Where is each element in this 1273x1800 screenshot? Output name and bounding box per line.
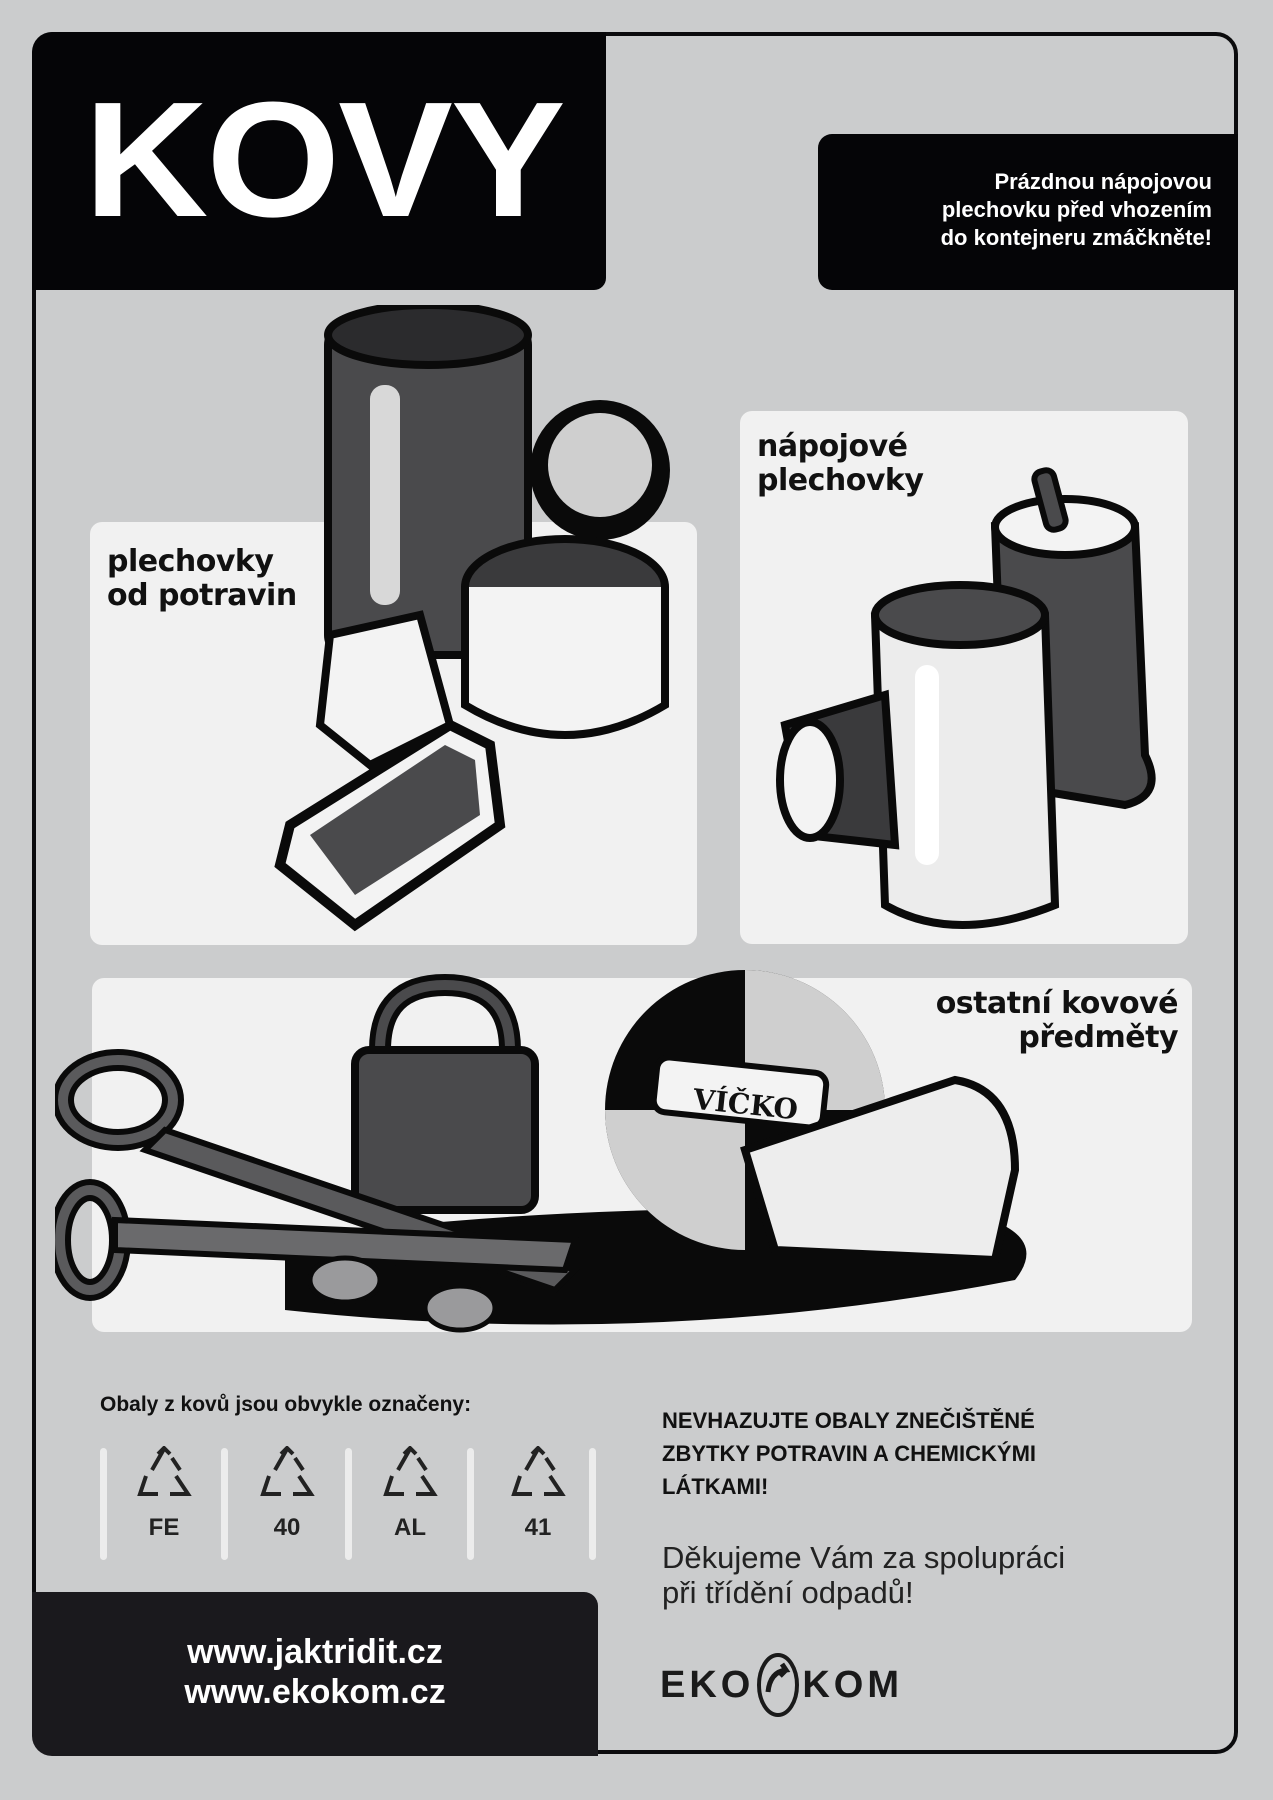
url-link[interactable]: www.ekokom.cz <box>184 1673 446 1711</box>
recycle-icon <box>383 1446 438 1496</box>
food-cans-illustration <box>274 305 670 932</box>
thanks-text: Děkujeme Vám za spolupráci při třídění o… <box>662 1540 1065 1610</box>
beverage-cans-illustration <box>776 467 1156 929</box>
warning-line: ZBYTKY POTRAVIN A CHEMICKÝMI <box>662 1441 1037 1466</box>
code-label: 40 <box>273 1514 301 1541</box>
label-line: ostatní kovové <box>935 986 1179 1021</box>
recycle-arrows-icon <box>757 1653 800 1717</box>
divider <box>345 1448 352 1560</box>
warning-line: LÁTKAMI! <box>662 1474 769 1499</box>
ekokom-logo: EKO KOM <box>660 1652 903 1718</box>
recycle-icon <box>260 1446 315 1496</box>
label-line: od potravin <box>107 578 297 613</box>
page-title: KOVY <box>84 68 566 251</box>
code-label: AL <box>394 1514 426 1541</box>
tip-line: do kontejneru zmáčkněte! <box>940 225 1212 250</box>
recycle-code-40: 40 <box>242 1446 332 1542</box>
tip-line: Prázdnou nápojovou <box>994 169 1212 194</box>
marking-heading: Obaly z kovů jsou obvykle označeny: <box>100 1393 472 1416</box>
warning-text: NEVHAZUJTE OBALY ZNEČIŠTĚNÉ ZBYTKY POTRA… <box>662 1404 1182 1503</box>
code-label: 41 <box>524 1514 552 1541</box>
label-line: plechovky <box>757 463 924 498</box>
label-line: nápojové <box>757 429 908 464</box>
recycle-code-al: AL <box>365 1446 455 1542</box>
other-metal-label: ostatní kovové předměty <box>880 986 1179 1055</box>
title-box <box>32 32 606 290</box>
food-cans-label: plechovky od potravin <box>107 545 297 613</box>
beverage-cans-label: nápojové plechovky <box>757 429 924 498</box>
divider <box>467 1448 474 1560</box>
divider <box>589 1448 596 1560</box>
tip-text: Prázdnou nápojovou plechovku před vhozen… <box>941 168 1212 252</box>
label-line: plechovky <box>107 544 274 579</box>
recycle-code-fe: FE <box>119 1446 209 1542</box>
thanks-line: Děkujeme Vám za spolupráci <box>662 1540 1066 1575</box>
divider <box>100 1448 107 1560</box>
divider <box>221 1448 228 1560</box>
other-metal-illustration <box>55 970 1027 1333</box>
tip-line: plechovku před vhozením <box>941 197 1212 222</box>
tip-box: Prázdnou nápojovou plechovku před vhozen… <box>818 134 1238 290</box>
logo-text: EKO <box>660 1663 755 1706</box>
code-label: FE <box>148 1514 180 1541</box>
recycle-code-41: 41 <box>493 1446 583 1542</box>
logo-text: KOM <box>802 1663 904 1706</box>
recycle-icon <box>137 1446 192 1496</box>
url-box: www.jaktridit.cz www.ekokom.cz <box>32 1592 598 1756</box>
recycle-icon <box>511 1446 566 1496</box>
thanks-line: při třídění odpadů! <box>662 1575 914 1610</box>
label-line: předměty <box>1018 1020 1178 1055</box>
warning-line: NEVHAZUJTE OBALY ZNEČIŠTĚNÉ <box>662 1408 1035 1433</box>
url-link[interactable]: www.jaktridit.cz <box>187 1633 443 1671</box>
